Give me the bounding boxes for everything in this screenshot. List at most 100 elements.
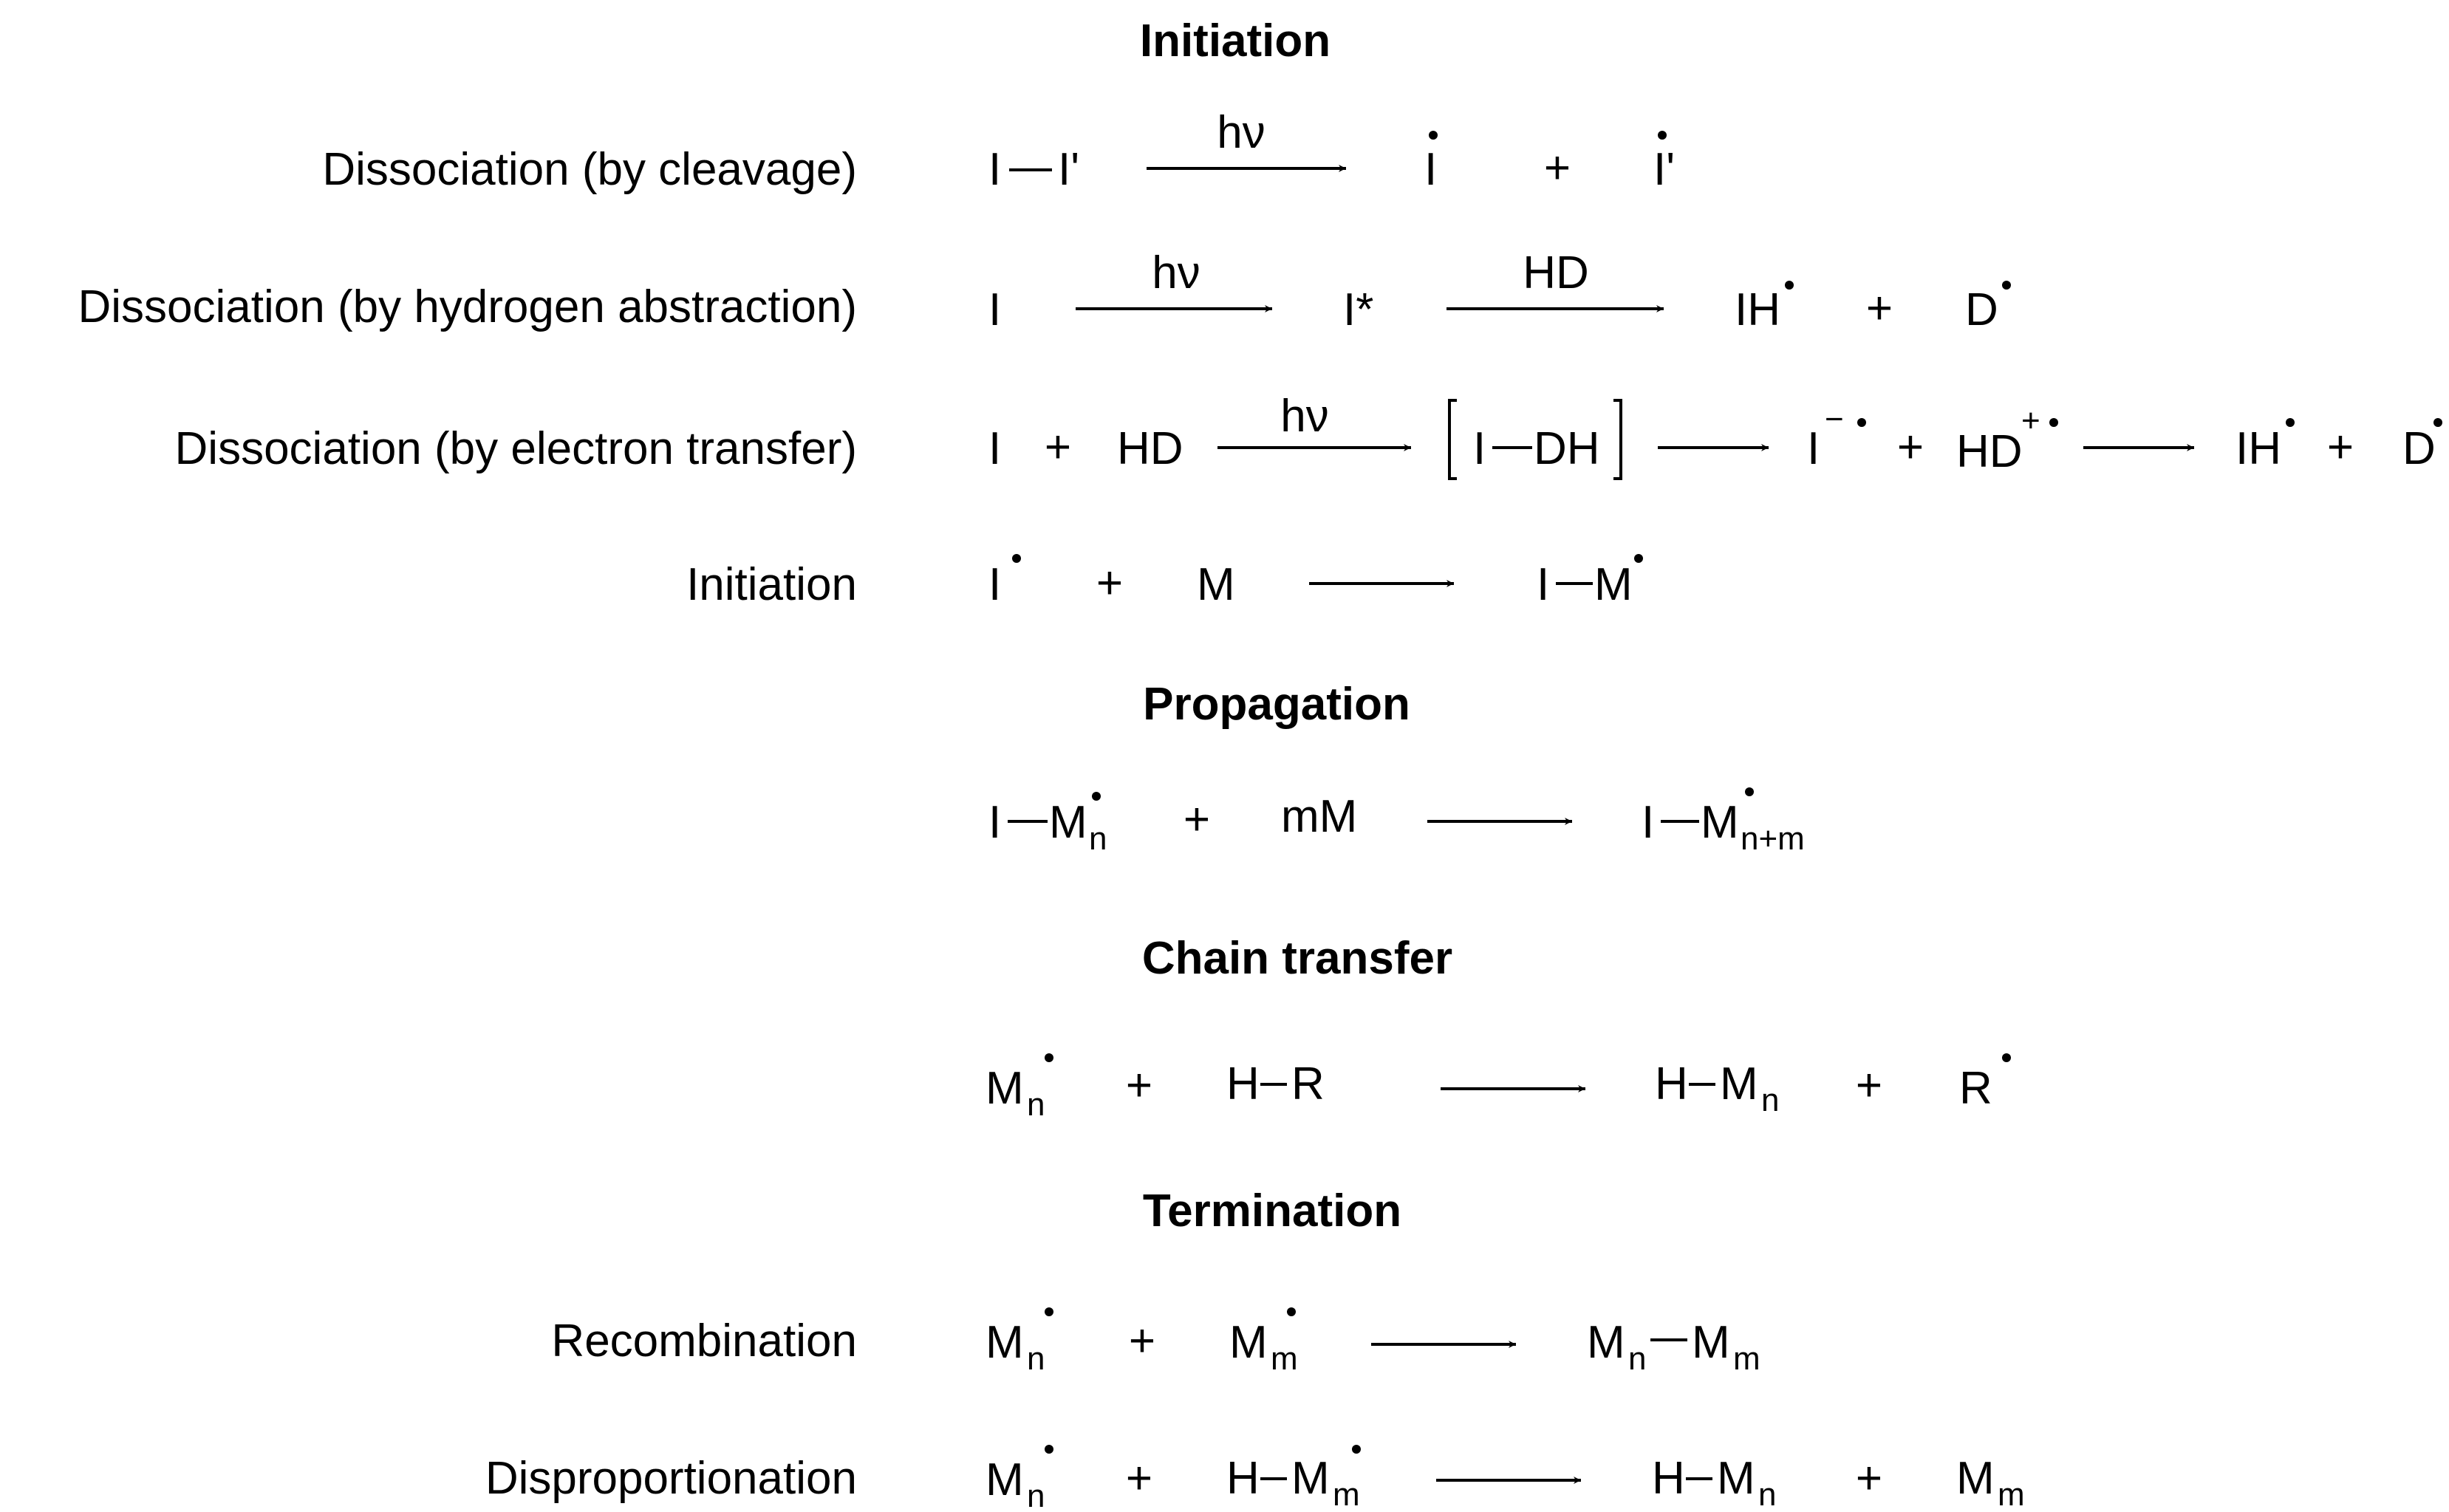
svg-text:m: m [1333,1477,1360,1512]
radical-dot [1092,792,1101,801]
radical-dot [2433,418,2442,427]
radical-dot [1634,554,1643,563]
svg-text:M: M [1594,559,1633,610]
svg-text:−: − [1825,401,1844,437]
svg-text:IH: IH [2235,423,2281,474]
svg-text:H: H [1226,1453,1260,1504]
svg-text:M: M [986,1454,1024,1505]
svg-text:hν: hν [1152,247,1200,298]
svg-text:M: M [986,1063,1024,1114]
svg-text:I: I [988,797,1001,848]
svg-text:M: M [1720,1058,1758,1109]
svg-text:+: + [1129,1316,1155,1366]
svg-text:m: m [1998,1477,2025,1512]
radical-dot [2002,1053,2011,1062]
radical-dot [1429,131,1438,140]
svg-text:M: M [1587,1317,1625,1368]
radical-dot [1658,131,1667,140]
svg-text:M: M [1291,1453,1330,1504]
svg-text:+: + [1897,422,1924,473]
reaction-cleavage: I I' hν I + I' [988,107,1675,195]
radical-dot [1045,1445,1053,1454]
reaction-propagation: I M n + mM I M n+m [988,787,1805,857]
heading-chain-transfer: Chain transfer [1142,933,1452,984]
svg-text:n: n [1761,1082,1779,1118]
svg-text:+: + [1096,558,1123,609]
svg-text:+: + [1856,1060,1882,1111]
radical-dot [1045,1053,1053,1062]
svg-text:+: + [1126,1453,1152,1504]
reaction-recombination: M n + M m M n M m [986,1307,1760,1377]
svg-text:I: I [988,559,1001,610]
reaction-initiation: I + M I M [988,554,1643,610]
svg-text:n: n [1027,1087,1045,1123]
bracket-left [1448,399,1457,480]
svg-text:+: + [1856,1453,1882,1504]
radical-dot [2049,418,2058,427]
radical-dot [1785,281,1794,290]
svg-text:I': I' [1653,144,1675,195]
heading-propagation: Propagation [1143,679,1410,730]
svg-text:D: D [2402,423,2436,474]
svg-text:+: + [2021,403,2040,439]
svg-text:+: + [1866,283,1893,334]
svg-text:M: M [1956,1453,1995,1504]
radical-dot [1045,1307,1053,1316]
svg-text:I': I' [1058,144,1079,195]
label-initiation: Initiation [686,559,857,610]
svg-text:HD: HD [1117,423,1183,474]
radical-dot [1745,787,1754,796]
svg-text:+: + [1183,794,1210,845]
svg-text:IH: IH [1735,284,1780,335]
label-cleavage: Dissociation (by cleavage) [322,144,857,195]
svg-text:I: I [988,144,1001,195]
svg-text:M: M [986,1317,1024,1368]
svg-text:mM: mM [1281,791,1357,842]
radical-dot [1012,554,1021,563]
svg-text:m: m [1733,1341,1760,1377]
reaction-electron-transfer: I + HD hν I DH I − + HD + IH + D [988,391,2442,480]
reaction-hydrogen-abstraction: I hν I* HD IH + D [988,247,2011,335]
svg-text:R: R [1291,1058,1325,1109]
svg-text:n: n [1628,1341,1646,1377]
svg-text:H: H [1655,1058,1688,1109]
svg-text:+: + [2327,422,2354,473]
svg-text:H: H [1652,1453,1685,1504]
svg-text:I: I [1473,423,1486,474]
label-electron-transfer: Dissociation (by electron transfer) [175,423,857,474]
svg-text:DH: DH [1534,423,1600,474]
svg-text:M: M [1692,1317,1730,1368]
svg-text:H: H [1226,1058,1260,1109]
svg-text:n: n [1089,821,1107,857]
svg-text:n: n [1027,1341,1045,1377]
bracket-right [1613,399,1622,480]
radical-dot [1287,1307,1296,1316]
svg-text:I: I [988,423,1001,474]
svg-text:hν: hν [1280,391,1328,442]
radical-dot [1352,1445,1361,1454]
svg-text:R: R [1959,1063,1992,1114]
svg-text:HD: HD [1523,247,1589,298]
label-hydrogen-abstraction: Dissociation (by hydrogen abstraction) [78,281,857,332]
label-recombination: Recombination [551,1316,857,1366]
svg-text:M: M [1229,1317,1268,1368]
svg-text:M: M [1717,1453,1755,1504]
svg-text:I: I [1807,423,1820,474]
svg-text:I: I [988,284,1001,335]
svg-text:m: m [1271,1341,1298,1377]
svg-text:+: + [1126,1060,1152,1111]
svg-text:M: M [1049,797,1087,848]
svg-text:HD: HD [1956,426,2023,477]
radical-dot [1857,418,1866,427]
svg-text:hν: hν [1217,107,1265,158]
svg-text:n: n [1758,1477,1776,1512]
reaction-disproportionation: M n + H M m H M n + M m [986,1445,2025,1512]
svg-text:M: M [1701,797,1739,848]
heading-termination: Termination [1143,1186,1401,1236]
svg-text:D: D [1965,284,1998,335]
label-disproportionation: Disproportionation [485,1453,857,1504]
svg-text:I: I [1424,144,1437,195]
svg-text:M: M [1197,559,1235,610]
svg-text:+: + [1544,143,1571,194]
